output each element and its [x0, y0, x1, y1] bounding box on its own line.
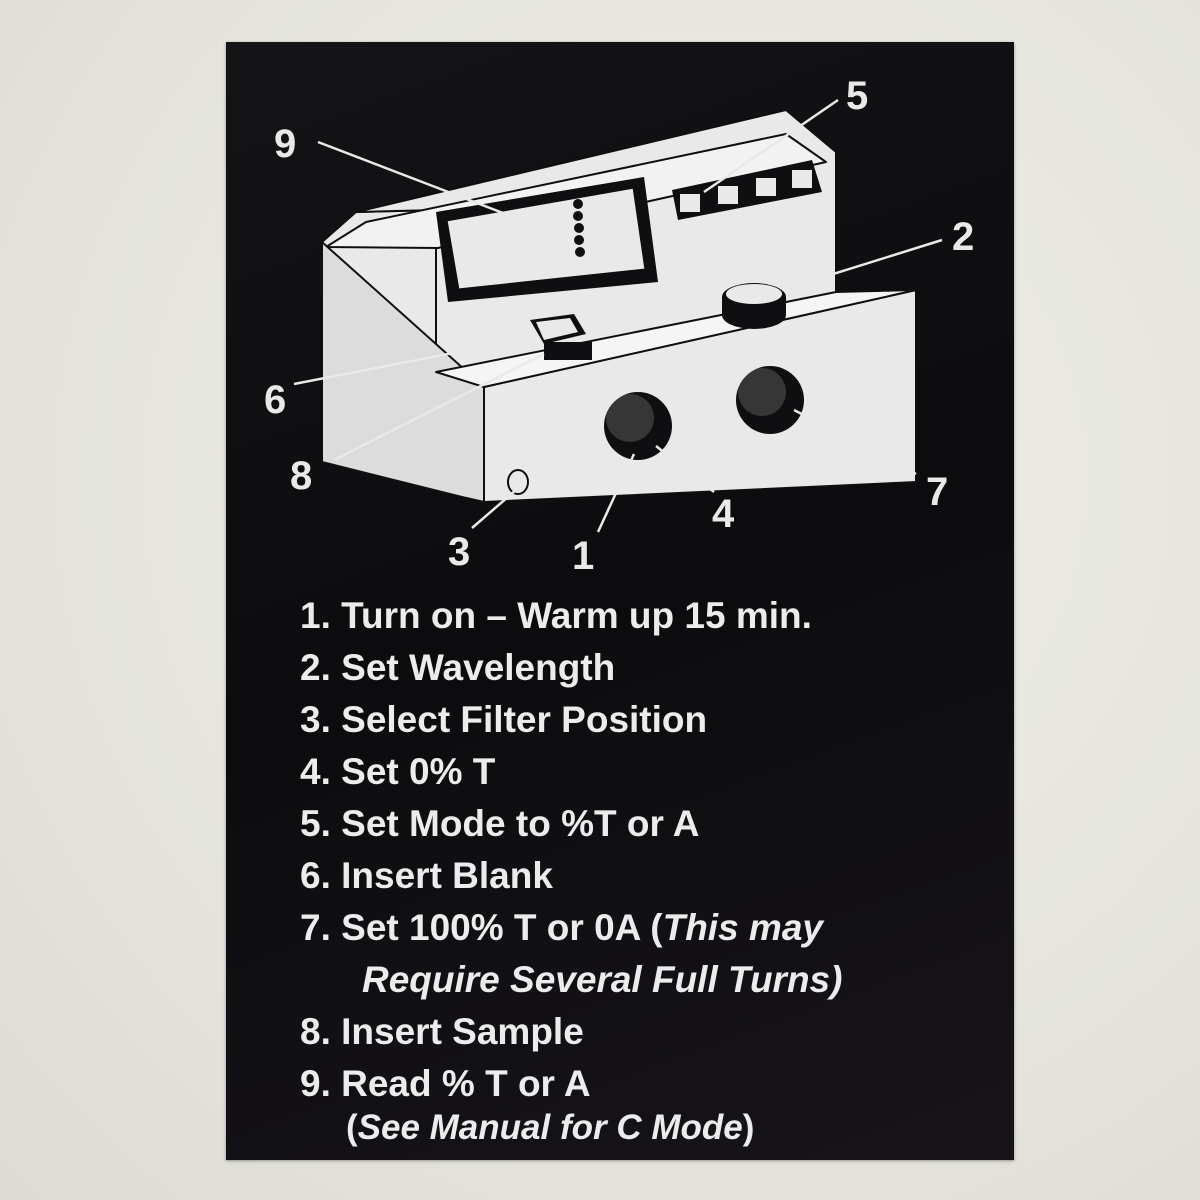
step-5: 5. Set Mode to %T or A	[300, 803, 700, 844]
step-8: 8. Insert Sample	[300, 1011, 584, 1052]
instruction-placard: 9 5 2 6 8 7 4 3 1 1. Turn on – Warm up 1…	[226, 42, 1014, 1160]
callout-2: 2	[952, 215, 975, 259]
sample-holder	[530, 314, 592, 360]
manual-footnote: (See Manual for C Mode)	[346, 1108, 755, 1147]
callout-9: 9	[274, 122, 297, 166]
filter-lever	[507, 469, 529, 495]
step-9: 9. Read % T or A	[300, 1063, 591, 1104]
step-7-continuation: Require Several Full Turns)	[362, 959, 843, 1000]
step-1: 1. Turn on – Warm up 15 min.	[300, 595, 812, 636]
step-3: 3. Select Filter Position	[300, 699, 708, 740]
mode-buttons	[672, 160, 822, 220]
callout-5: 5	[846, 74, 869, 118]
callout-6: 6	[264, 378, 287, 422]
leader-lines	[293, 98, 943, 533]
transmittance-knob	[736, 366, 804, 434]
step-2: 2. Set Wavelength	[300, 647, 616, 688]
instruction-steps: 1. Turn on – Warm up 15 min. 2. Set Wave…	[300, 590, 1000, 1110]
wavelength-knob	[722, 283, 786, 329]
callout-3: 3	[448, 530, 471, 574]
callout-1: 1	[572, 534, 595, 578]
power-zero-knob	[604, 392, 672, 460]
step-6: 6. Insert Blank	[300, 855, 553, 896]
footnote-text: See Manual for C Mode	[357, 1108, 743, 1147]
step-7-note: This may	[662, 907, 823, 948]
spectrophotometer-diagram	[293, 98, 943, 533]
callout-7: 7	[926, 470, 949, 514]
callout-4: 4	[712, 492, 735, 536]
callout-8: 8	[290, 454, 313, 498]
step-4: 4. Set 0% T	[300, 751, 496, 792]
